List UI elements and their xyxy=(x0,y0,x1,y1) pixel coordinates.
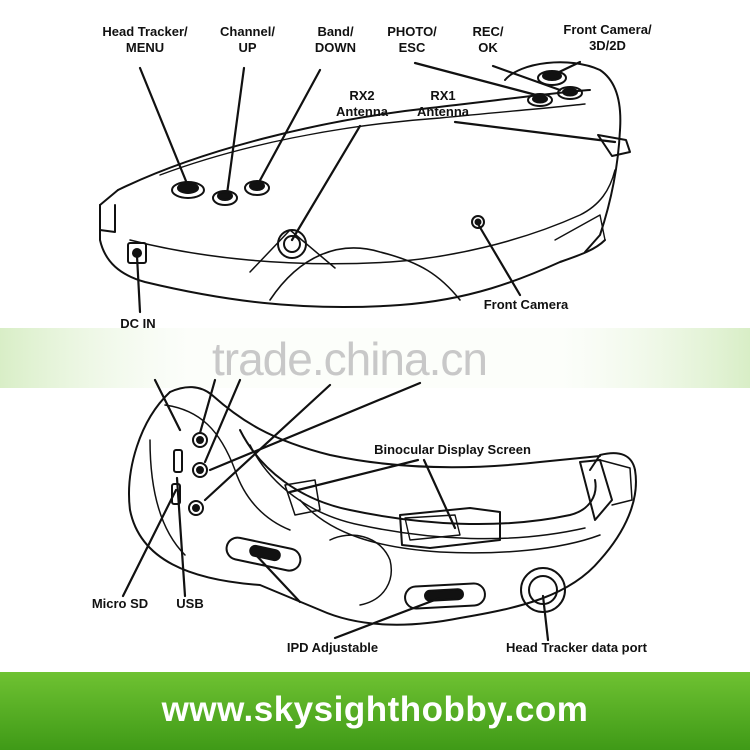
goggles-top-view xyxy=(99,61,631,309)
label-front-camera: Front Camera xyxy=(483,297,569,312)
footer-url[interactable]: www.skysighthobby.com xyxy=(161,690,589,729)
watermark-text: trade.china.cn xyxy=(212,333,488,385)
label-binocular-display: Binocular Display Screen xyxy=(374,442,531,457)
label-dc-in: DC IN xyxy=(120,316,156,331)
leader-lines-bottom xyxy=(121,378,550,642)
footer-bar xyxy=(0,672,750,750)
label-ipd-adjustable: IPD Adjustable xyxy=(286,640,379,655)
label-rec-ok: REC/OK xyxy=(472,24,504,55)
goggles-bottom-view xyxy=(128,386,637,626)
label-head-tracker-port: Head Tracker data port xyxy=(506,640,647,655)
label-photo-esc: PHOTO/ESC xyxy=(387,24,437,55)
label-usb: USB xyxy=(176,596,204,611)
watermark-band-fill xyxy=(0,328,750,388)
leader-lines-top xyxy=(135,60,617,314)
label-head-tracker-menu: Head Tracker/MENU xyxy=(102,24,188,55)
label-micro-sd: Micro SD xyxy=(91,596,149,611)
label-channel-up: Channel/UP xyxy=(220,24,275,55)
label-front-camera-3d2d: Front Camera/3D/2D xyxy=(563,22,652,53)
label-band-down: Band/DOWN xyxy=(314,24,357,55)
